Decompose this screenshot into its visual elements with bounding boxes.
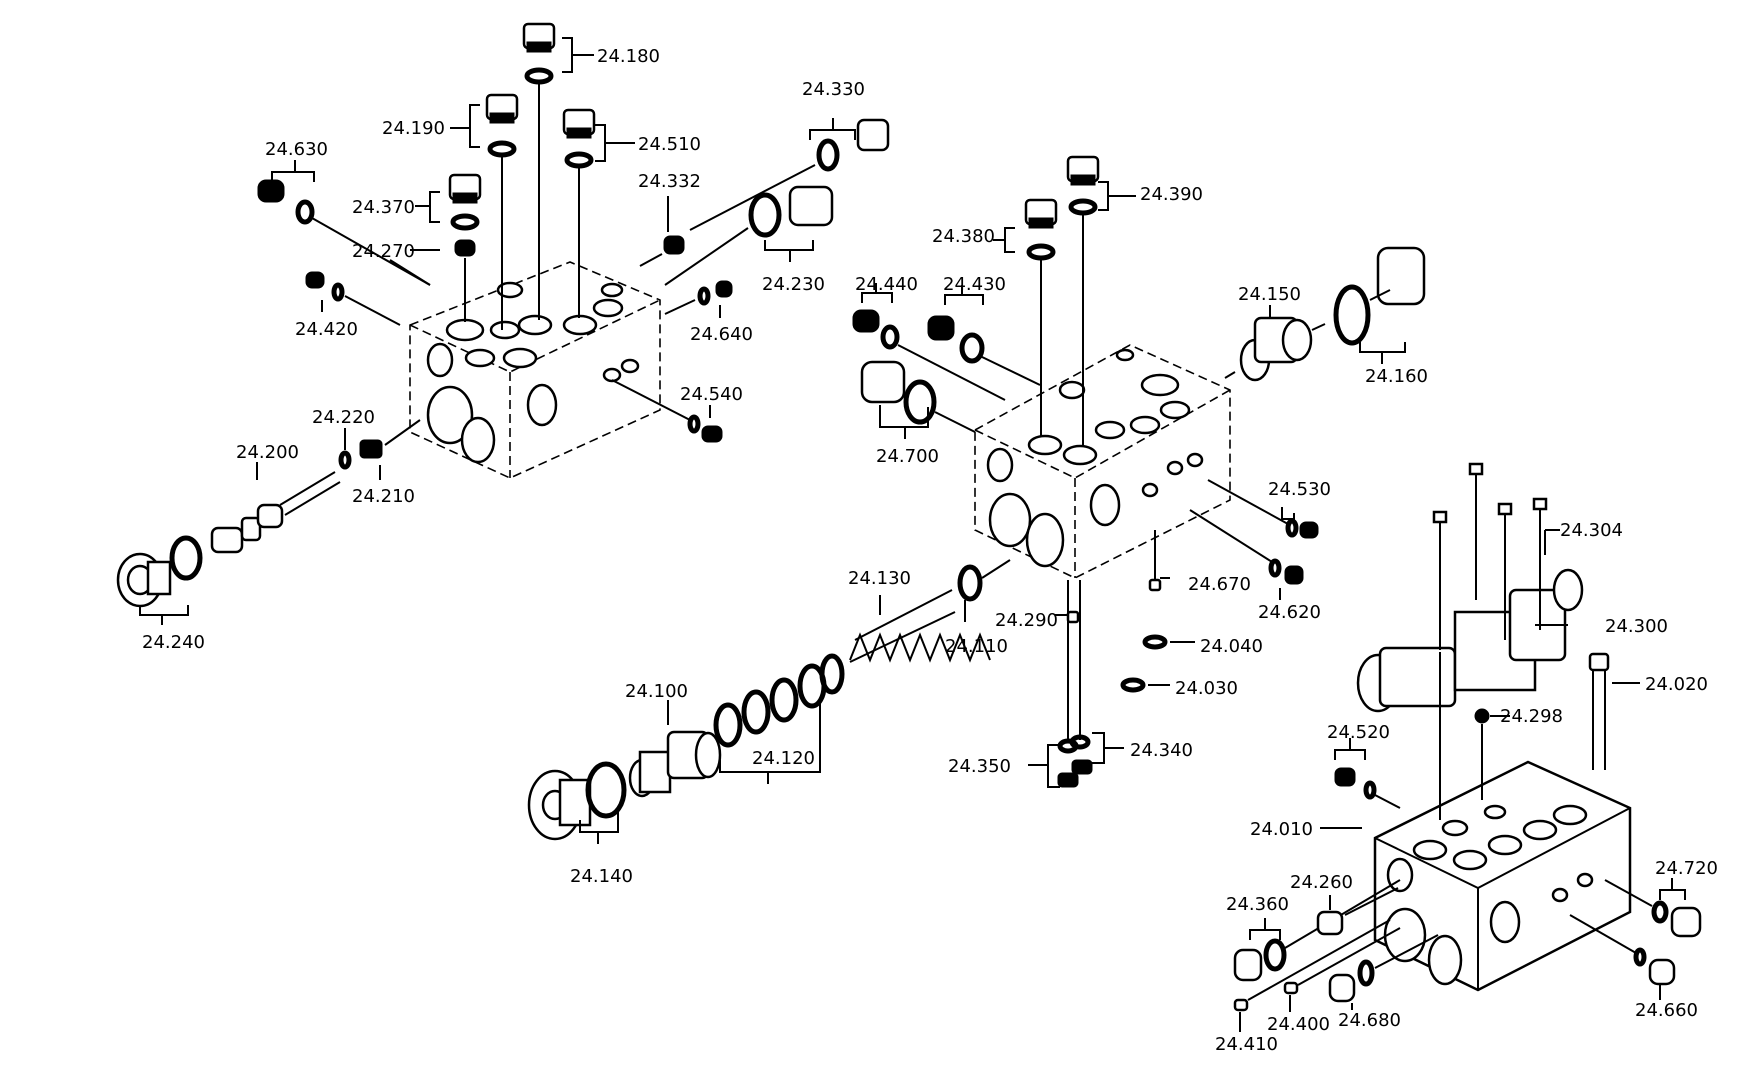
- label-24290: 24.290: [995, 610, 1058, 631]
- plug-24260: [1316, 887, 1399, 936]
- bolts-24304: [1432, 462, 1548, 650]
- label-24410: 24.410: [1215, 1034, 1278, 1055]
- label-24020: 24.020: [1645, 674, 1708, 695]
- plug-24390: [1066, 155, 1100, 445]
- plugs-24400-24410: [1233, 919, 1401, 1012]
- plug-24720: [1604, 879, 1702, 938]
- part-labels: 24.180 24.190 24.510 24.630 24.370 24.27…: [142, 46, 1718, 1055]
- label-24010: 24.010: [1250, 819, 1313, 840]
- label-24360: 24.360: [1226, 894, 1289, 915]
- label-24040: 24.040: [1200, 636, 1263, 657]
- label-24210: 24.210: [352, 486, 415, 507]
- plug-24620: [1189, 509, 1304, 585]
- plug-24510: [562, 108, 596, 318]
- plug-24700: [860, 360, 976, 433]
- label-24350: 24.350: [948, 756, 1011, 777]
- spool-assembly-left: [116, 419, 421, 608]
- label-24130: 24.130: [848, 568, 911, 589]
- plug-24680: [1328, 934, 1439, 1003]
- label-24120: 24.120: [752, 748, 815, 769]
- sleeve-24150: [1224, 316, 1326, 382]
- label-24300: 24.300: [1605, 616, 1668, 637]
- label-24190: 24.190: [382, 118, 445, 139]
- label-24200: 24.200: [236, 442, 299, 463]
- label-24240: 24.240: [142, 632, 205, 653]
- plug-24520: [1334, 767, 1401, 809]
- vertical-lines-bottom-center: [1057, 530, 1168, 788]
- label-24620: 24.620: [1258, 602, 1321, 623]
- left-block-ports: [426, 281, 640, 464]
- label-24640: 24.640: [690, 324, 753, 345]
- label-24150: 24.150: [1238, 284, 1301, 305]
- label-24660: 24.660: [1635, 1000, 1698, 1021]
- label-24700: 24.700: [876, 446, 939, 467]
- label-24380: 24.380: [932, 226, 995, 247]
- label-24400: 24.400: [1267, 1014, 1330, 1035]
- label-24340: 24.340: [1130, 740, 1193, 761]
- plug-24360: [1233, 879, 1401, 982]
- label-24110: 24.110: [945, 636, 1008, 657]
- center-block-ports: [986, 348, 1204, 568]
- plug-24660: [1569, 914, 1676, 986]
- plug-24330: [639, 118, 890, 267]
- plug-24440: [852, 309, 1006, 401]
- label-24680: 24.680: [1338, 1010, 1401, 1031]
- right-block-ports: [1383, 804, 1594, 986]
- plug-24530: [1207, 479, 1319, 539]
- label-24180: 24.180: [597, 46, 660, 67]
- label-24330: 24.330: [802, 79, 865, 100]
- plug-24190: [485, 93, 519, 330]
- label-24370: 24.370: [352, 197, 415, 218]
- label-24430: 24.430: [943, 274, 1006, 295]
- plug-24370: [448, 173, 482, 322]
- label-24230: 24.230: [762, 274, 825, 295]
- right-valve-block: [1373, 760, 1632, 992]
- plug-24230: [664, 185, 834, 286]
- label-24530: 24.530: [1268, 479, 1331, 500]
- label-24390: 24.390: [1140, 184, 1203, 205]
- plug-24380: [1024, 198, 1058, 437]
- plug-24640: [664, 280, 733, 315]
- label-24630: 24.630: [265, 139, 328, 160]
- label-24420: 24.420: [295, 319, 358, 340]
- plug-24298: [1474, 708, 1490, 800]
- label-24540: 24.540: [680, 384, 743, 405]
- label-24100: 24.100: [625, 681, 688, 702]
- center-valve-block: [974, 344, 1231, 579]
- label-24260: 24.260: [1290, 872, 1353, 893]
- label-24520: 24.520: [1327, 722, 1390, 743]
- left-valve-block: [409, 261, 661, 479]
- label-24298: 24.298: [1500, 706, 1563, 727]
- plug-24180: [522, 22, 556, 320]
- label-24304: 24.304: [1560, 520, 1623, 541]
- bolt-24020: [1588, 652, 1610, 770]
- label-24510: 24.510: [638, 134, 701, 155]
- label-24140: 24.140: [570, 866, 633, 887]
- spring-24130: [849, 589, 991, 663]
- label-24720: 24.720: [1655, 858, 1718, 879]
- label-24332: 24.332: [638, 171, 701, 192]
- callout-lines: [139, 37, 1686, 1032]
- plug-24160: [1333, 246, 1426, 346]
- label-24220: 24.220: [312, 407, 375, 428]
- plug-24430: [927, 315, 1041, 386]
- spool-assembly-center: [527, 559, 1011, 841]
- label-24160: 24.160: [1365, 366, 1428, 387]
- plug-24540: [611, 379, 723, 443]
- plug-24420: [305, 271, 401, 326]
- label-24670: 24.670: [1188, 574, 1251, 595]
- label-24440: 24.440: [855, 274, 918, 295]
- label-24270: 24.270: [352, 241, 415, 262]
- label-24030: 24.030: [1175, 678, 1238, 699]
